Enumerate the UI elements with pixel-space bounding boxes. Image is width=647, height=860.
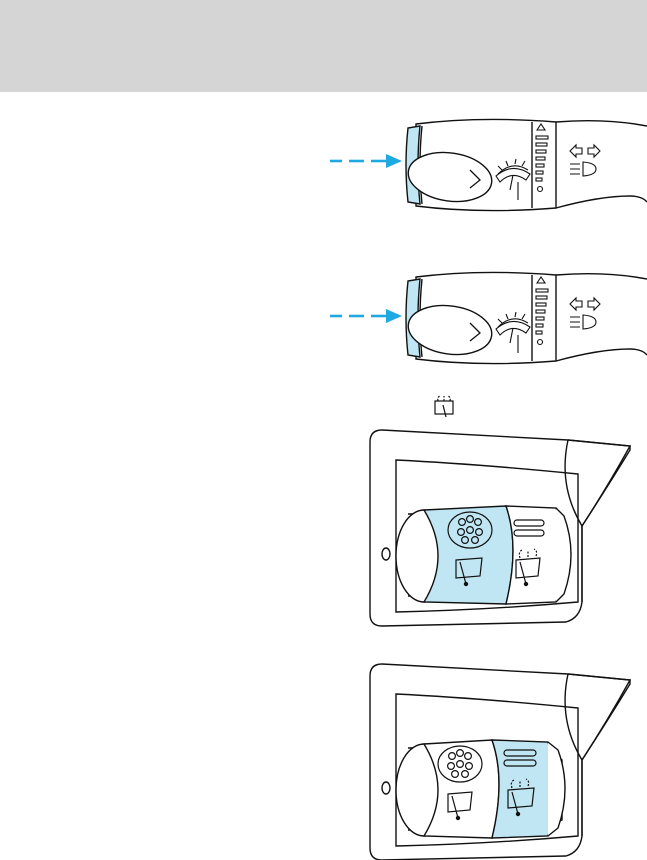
dashed-arrow-icon <box>330 154 402 168</box>
wiper-stalk-figure-1 <box>330 112 647 220</box>
left-roller <box>424 506 513 604</box>
header-band <box>0 0 647 92</box>
rear-wiper-icon <box>432 393 460 423</box>
rear-wiper-control-pod-2 <box>368 660 647 860</box>
headlamp-icon <box>570 162 596 176</box>
wiper-stalk-figure-2 <box>330 265 647 373</box>
rear-wiper-control-pod-1 <box>368 426 647 630</box>
headlamp-icon <box>570 315 596 329</box>
dashed-arrow-icon <box>330 309 402 323</box>
turn-signal-icon <box>570 145 600 157</box>
turn-signal-icon <box>570 298 600 310</box>
